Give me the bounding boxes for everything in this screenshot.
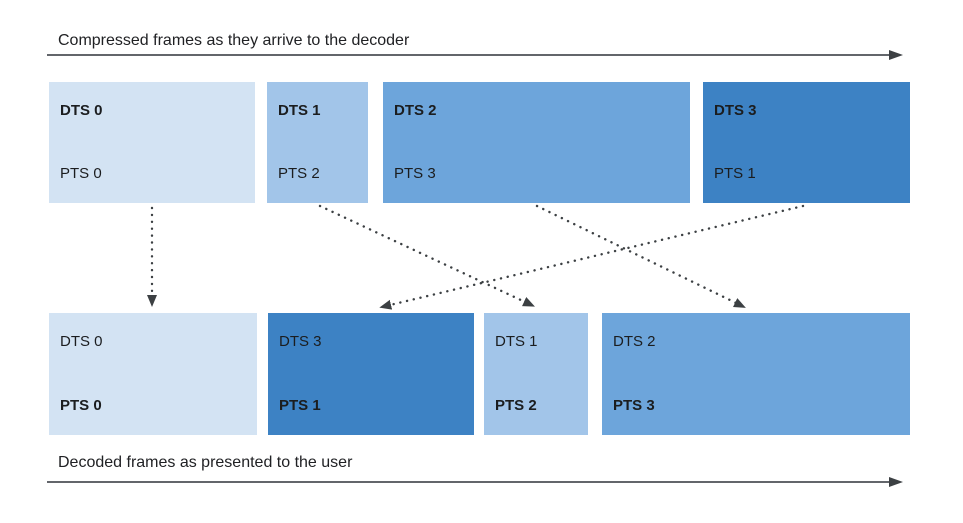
decoded-timeline-label: Decoded frames as presented to the user: [58, 454, 353, 471]
dts-label: DTS 0: [60, 102, 103, 119]
pts-label: PTS 3: [613, 397, 655, 414]
decoded-frame-pts1: DTS 3 PTS 1: [268, 313, 474, 435]
dts-label: DTS 1: [495, 333, 538, 350]
pts-label: PTS 0: [60, 165, 102, 182]
dts-label: DTS 3: [279, 333, 322, 350]
dts-label: DTS 2: [394, 102, 437, 119]
mapping-arrow-dts1: [318, 204, 535, 307]
dts-label: DTS 0: [60, 333, 103, 350]
decoded-frame-pts2: DTS 1 PTS 2: [484, 313, 588, 435]
pts-label: PTS 2: [278, 165, 320, 182]
pts-label: PTS 3: [394, 165, 436, 182]
mapping-arrow-dts2: [535, 204, 746, 308]
dts-label: DTS 1: [278, 102, 321, 119]
compressed-frame-dts1: DTS 1 PTS 2: [267, 82, 368, 203]
pts-label: PTS 1: [279, 397, 321, 414]
compressed-frame-dts0: DTS 0 PTS 0: [49, 82, 255, 203]
decoded-frame-pts3: DTS 2 PTS 3: [602, 313, 910, 435]
pts-label: PTS 2: [495, 397, 537, 414]
mapping-arrow-dts3: [379, 204, 805, 310]
compressed-timeline-label: Compressed frames as they arrive to the …: [58, 32, 410, 49]
decoded-frame-pts0: DTS 0 PTS 0: [49, 313, 257, 435]
pts-label: PTS 1: [714, 165, 756, 182]
compressed-frame-dts2: DTS 2 PTS 3: [383, 82, 690, 203]
dts-label: DTS 3: [714, 102, 757, 119]
pts-label: PTS 0: [60, 397, 102, 414]
compressed-frame-dts3: DTS 3 PTS 1: [703, 82, 910, 203]
dts-label: DTS 2: [613, 333, 656, 350]
